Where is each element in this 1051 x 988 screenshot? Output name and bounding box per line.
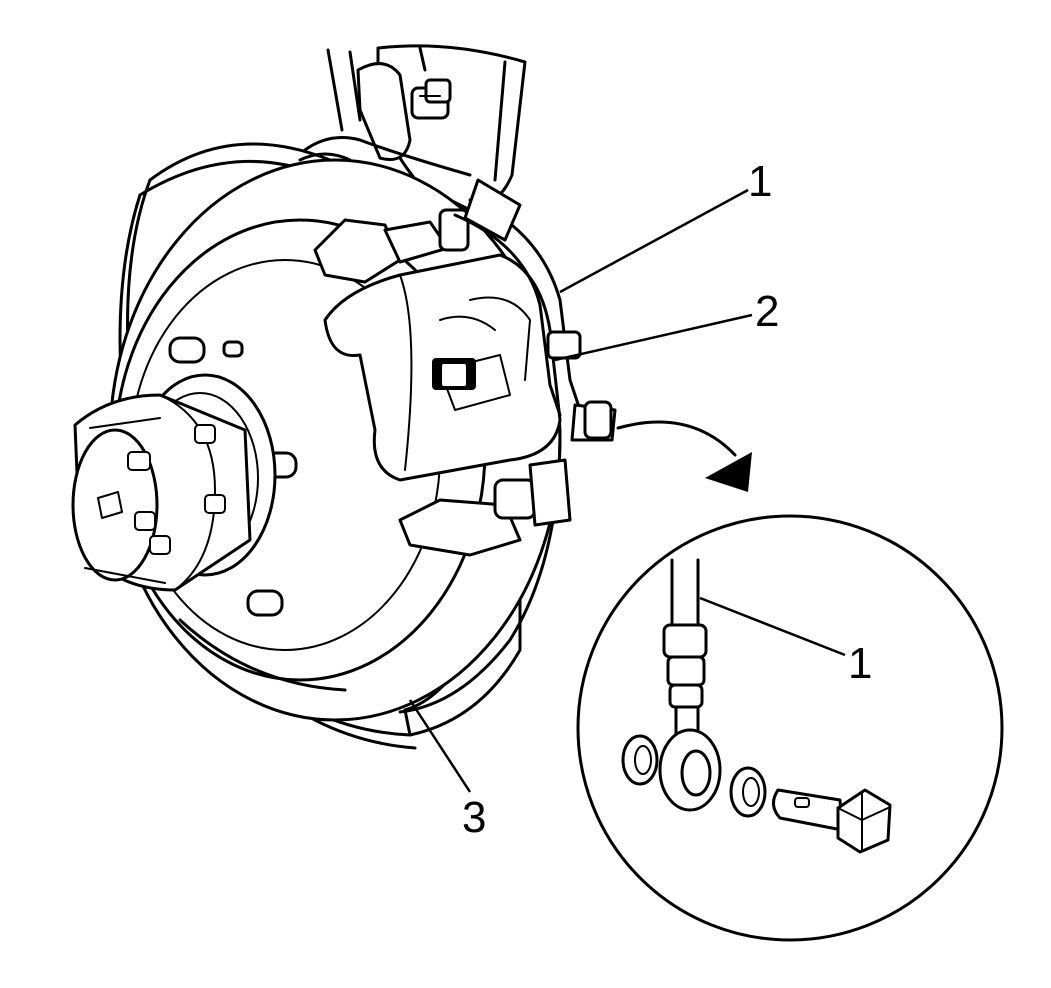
leader-lines: [408, 188, 846, 793]
callout-2-main: 2: [755, 287, 779, 336]
strut-nut: [410, 78, 452, 120]
stud-hole: [222, 340, 244, 358]
wheel-hub: [71, 373, 277, 592]
leader-1-main: [559, 188, 749, 294]
leader-2-main: [554, 313, 753, 362]
stud-3: [246, 589, 284, 617]
stud-1: [168, 336, 206, 364]
brake-hose-installed: [453, 178, 617, 442]
leader-1-detail: [699, 596, 846, 657]
detail-inset: [576, 514, 1004, 942]
callout-1-detail: 1: [848, 639, 872, 688]
washer-right: [729, 766, 767, 818]
washer-left: [621, 734, 659, 786]
callout-1-main: 1: [748, 157, 772, 206]
strut-assembly: [298, 44, 527, 212]
detail-arrow: [616, 420, 752, 492]
banjo-bolt: [772, 788, 892, 854]
leader-3-main: [408, 699, 472, 793]
callout-3-main: 3: [462, 793, 486, 842]
brake-caliper: [313, 208, 572, 557]
